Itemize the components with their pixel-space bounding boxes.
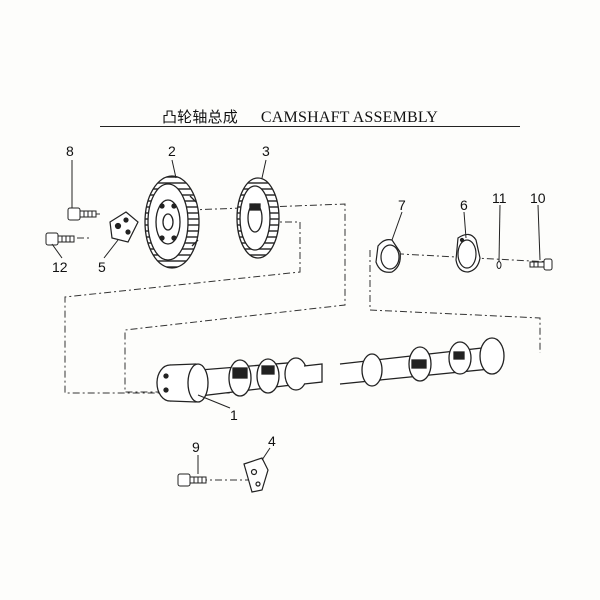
- callout-7: 7: [398, 197, 406, 213]
- part-8-bolt: [67, 207, 97, 221]
- part-12-bolt: [45, 232, 75, 246]
- title-chinese: 凸轮轴总成: [161, 108, 238, 126]
- part-7-gasket: [375, 239, 401, 273]
- callout-4: 4: [268, 433, 276, 449]
- title-underline: [100, 126, 520, 127]
- part-2-large-gear: [144, 175, 200, 269]
- part-9-bolt: [177, 473, 207, 487]
- callout-3: 3: [262, 143, 270, 159]
- callout-8: 8: [66, 143, 74, 159]
- page-title: 凸轮轴总成 CAMSHAFT ASSEMBLY: [0, 106, 600, 127]
- assembly-dashed-lines: [62, 203, 551, 481]
- title-english: CAMSHAFT ASSEMBLY: [260, 109, 439, 126]
- part-5-gear-plate: [109, 211, 139, 243]
- callout-12: 12: [52, 259, 68, 275]
- part-4-thrust-plate-bracket: [243, 457, 269, 493]
- callout-10: 10: [530, 190, 546, 206]
- callout-6: 6: [460, 197, 468, 213]
- part-10-bolt: [529, 258, 553, 271]
- callout-1: 1: [230, 407, 238, 423]
- callout-5: 5: [98, 259, 106, 275]
- callout-leader-lines: [51, 159, 541, 474]
- callout-2: 2: [168, 143, 176, 159]
- part-3-small-gear: [236, 177, 280, 259]
- part-1-camshaft: [156, 337, 505, 403]
- callout-11: 11: [492, 190, 507, 206]
- callout-9: 9: [192, 439, 200, 455]
- part-6-end-cover: [455, 233, 481, 273]
- part-11-washer: [496, 261, 502, 269]
